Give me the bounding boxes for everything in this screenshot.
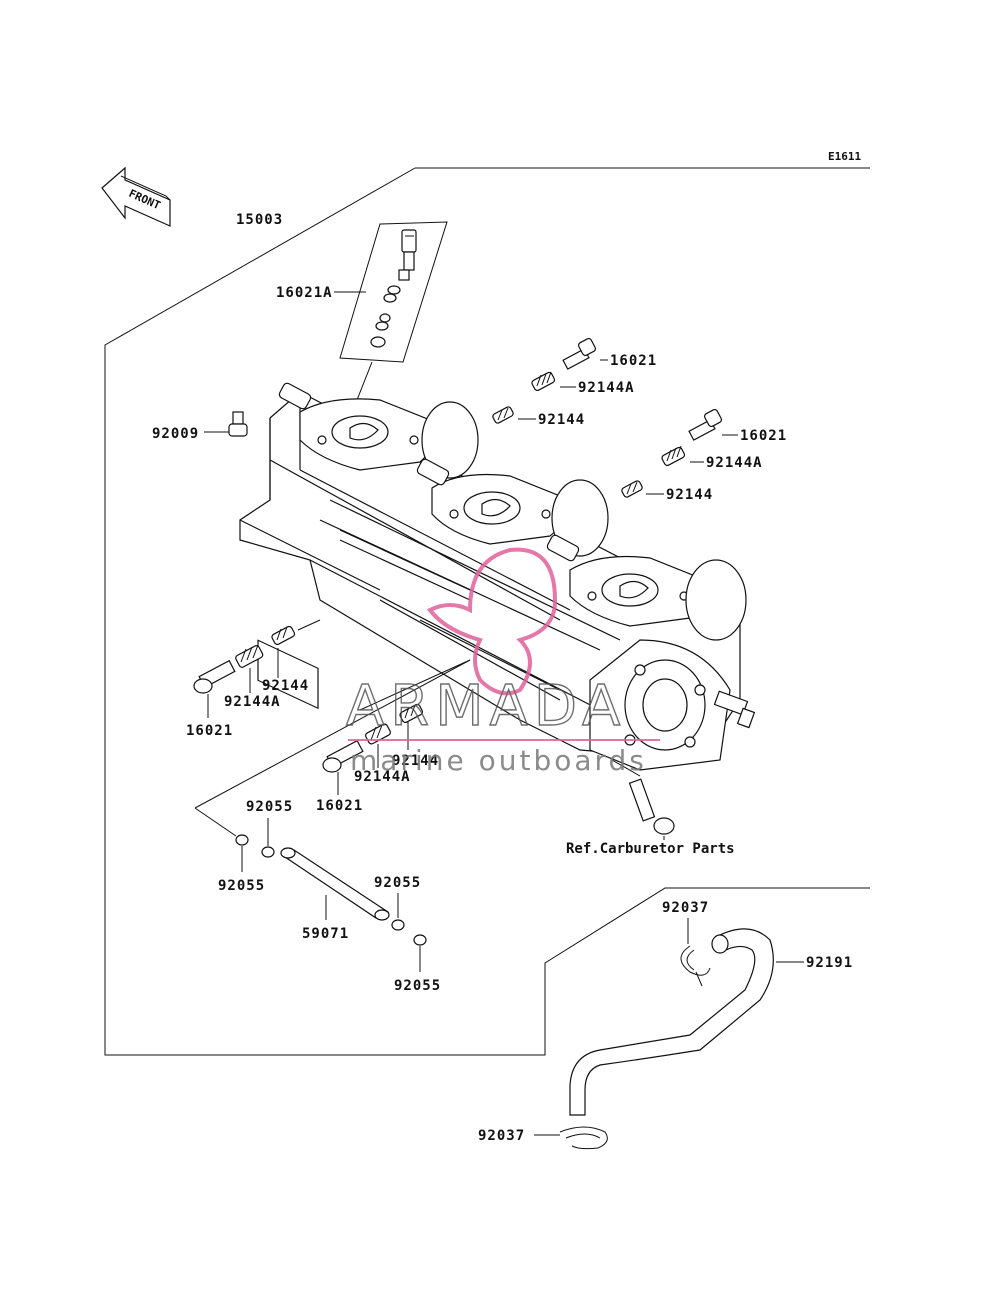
front-arrow-icon: FRONT [101,166,171,227]
label-92037-b: 92037 [478,1128,525,1144]
label-92037-a: 92037 [662,900,709,916]
label-16021-b: 16021 [740,428,787,444]
watermark-logo-icon [426,547,558,696]
label-16021-c: 16021 [186,723,233,739]
label-92144-a: 92144 [538,412,585,428]
label-15003: 15003 [236,212,283,228]
label-59071: 59071 [302,926,349,942]
mounting-screw-icon [628,778,675,835]
diagram-code: E1611 [828,150,861,163]
label-92144-d: 92144 [392,753,439,769]
hose-clamp-icon [680,945,711,987]
o-ring-icon [413,934,427,946]
o-ring-icon [391,919,405,931]
spring-icon [661,445,686,467]
ref-carburetor-parts: Ref.Carburetor Parts [566,841,735,857]
label-92144A-d: 92144A [354,769,411,785]
hose-clamp-icon [559,1126,608,1150]
o-ring-icon [235,834,249,846]
label-92055-a: 92055 [218,878,265,894]
idle-screw-icon [193,659,236,694]
fuel-hose-icon [569,928,774,1116]
spring-icon [531,371,556,392]
idle-screw-icon [322,739,364,773]
spring-icon [621,480,643,498]
spring-icon [235,644,264,668]
label-92144A-b: 92144A [706,455,763,471]
label-92144-b: 92144 [666,487,713,503]
label-92055-d: 92055 [394,978,441,994]
label-92144-c: 92144 [262,678,309,694]
spring-icon [492,406,514,424]
pipe-icon [280,847,390,921]
svg-text:ARMADA: ARMADA [346,674,626,739]
svg-text:marine outboards: marine outboards [350,744,647,777]
pilot-screw-group [339,221,448,363]
o-ring-icon [261,846,275,858]
label-92055-c: 92055 [374,875,421,891]
spring-icon [399,703,424,724]
carburetor-assembly [239,382,756,771]
idle-screw-icon [562,337,597,370]
assembly-boundary [104,167,870,1056]
bolt-icon [228,411,248,437]
label-92009: 92009 [152,426,199,442]
watermark: ARMADA marine outboards [345,547,660,777]
label-92144A-c: 92144A [224,694,281,710]
label-16021-a: 16021 [610,353,657,369]
label-92191: 92191 [806,955,853,971]
label-16021A: 16021A [276,285,333,301]
idle-screw-icon [688,408,723,441]
label-92144A-a: 92144A [578,380,635,396]
label-16021-d: 16021 [316,798,363,814]
label-92055-b: 92055 [246,799,293,815]
spring-icon [271,625,296,646]
